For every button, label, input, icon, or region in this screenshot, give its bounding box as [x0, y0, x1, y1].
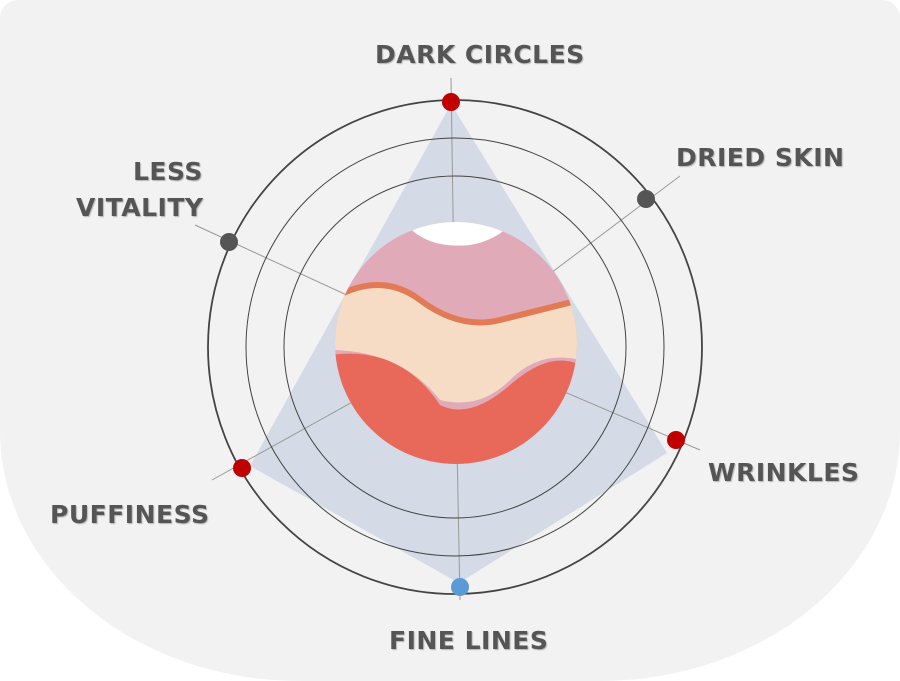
label-puffiness: PUFFINESS	[50, 500, 210, 529]
label-wrinkles: WRINKLES	[708, 458, 860, 487]
less-vitality-dot	[220, 233, 238, 251]
label-fine-lines: FINE LINES	[389, 626, 549, 655]
puffiness-dot	[233, 459, 251, 477]
label-dark-circles: DARK CIRCLES	[375, 40, 585, 69]
label-less-vitality-line1: LESS	[133, 157, 203, 186]
dried-skin-dot	[637, 190, 655, 208]
wrinkles-dot	[667, 431, 685, 449]
dark-circles-dot	[442, 93, 460, 111]
label-less-vitality-line2: VITALITY	[76, 193, 204, 222]
label-dried-skin: DRIED SKIN	[676, 143, 845, 172]
fine-lines-dot	[451, 578, 469, 596]
